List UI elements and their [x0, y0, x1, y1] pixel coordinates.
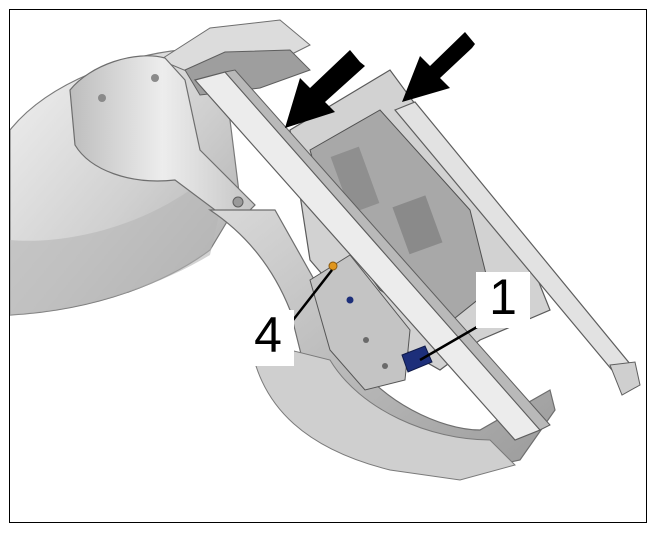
arrow-right [402, 32, 475, 102]
component-1-highlight [401, 345, 433, 373]
arrow-left [285, 50, 365, 128]
arm-pivot [232, 196, 244, 208]
mechanism-block-2 [392, 195, 443, 255]
illustration-canvas [10, 19, 641, 481]
guide-rail-edge [224, 69, 551, 431]
arm-bolt-1 [98, 94, 106, 102]
side-plate [309, 254, 411, 391]
mechanism-block-1 [330, 146, 380, 214]
callout-4-label: 4 [242, 310, 294, 366]
arm-bolt-2 [151, 74, 159, 82]
plate-screw-2 [382, 363, 388, 369]
backrest-shell-shadow [10, 190, 220, 315]
leader-line-4 [289, 269, 333, 325]
blue-fastener [346, 296, 354, 304]
hinge-arm [69, 55, 256, 226]
lower-housing-base [249, 339, 516, 481]
side-rail-end [609, 361, 641, 396]
component-4-highlight [328, 261, 338, 271]
diagram-frame: 1 4 [9, 9, 647, 523]
callout-1-label: 1 [476, 272, 530, 328]
plate-screw-1 [363, 337, 369, 343]
